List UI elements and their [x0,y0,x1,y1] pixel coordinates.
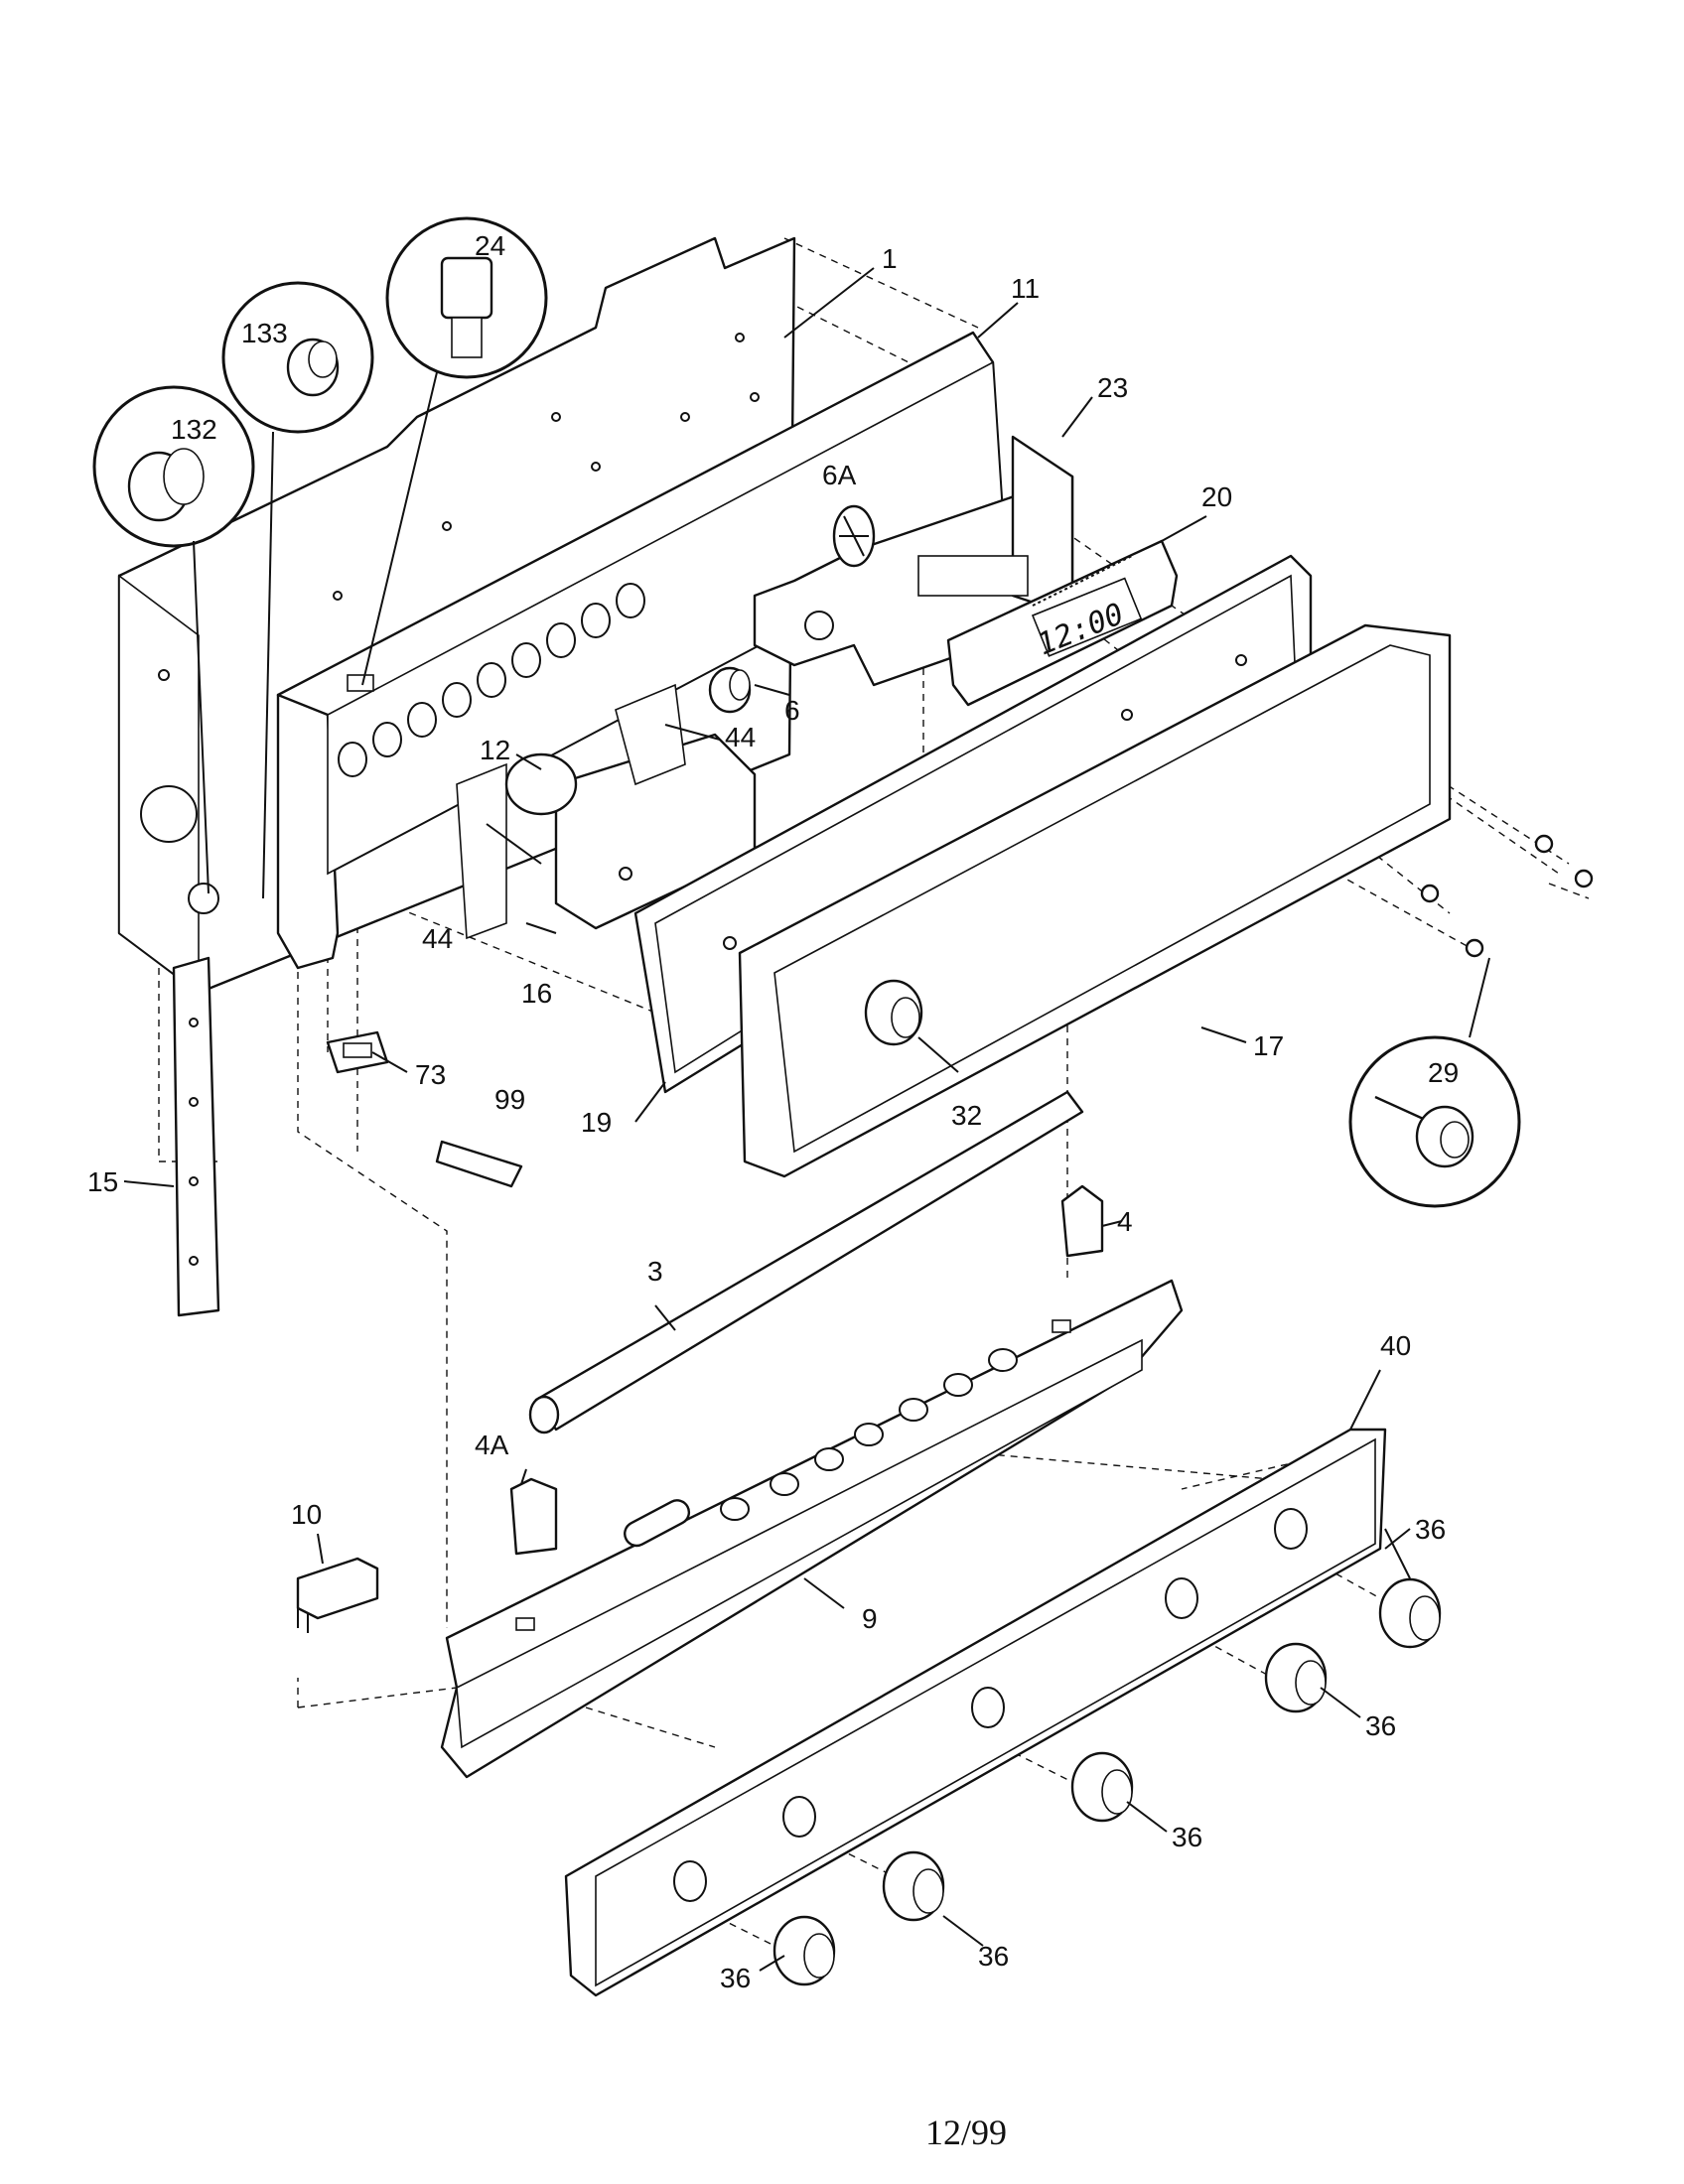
label-12: 12 [480,735,510,765]
part-labels: 1 11 23 6A 20 6 44 12 44 16 17 19 32 73 … [87,230,1459,1993]
label-10: 10 [291,1499,322,1530]
strip-99-part [435,1140,523,1188]
callout-132 [92,385,255,548]
label-36-d: 36 [978,1941,1009,1972]
label-16: 16 [521,978,552,1009]
leader-lines [123,267,1490,1972]
housing-holes [338,583,645,777]
front-frame-part [738,623,1452,1178]
knobs-36 [772,1577,1442,1986]
lower-channel-part [440,1279,1184,1779]
label-24: 24 [475,230,505,261]
knob-36-b [1264,1642,1328,1713]
switch-plate-73-part [326,1030,389,1074]
knob-36-a [1378,1577,1442,1649]
label-44-upper: 44 [725,722,756,752]
label-29: 29 [1428,1057,1459,1088]
lamp-tube-part [528,1090,1084,1434]
label-6A: 6A [822,460,857,490]
label-99: 99 [494,1084,525,1115]
socket-6A-part [832,504,876,568]
channel-holes [720,1348,1018,1521]
knob-36-c [1070,1751,1134,1823]
label-23: 23 [1097,372,1128,403]
screws [1420,834,1594,958]
callout-29 [1348,1035,1521,1208]
label-36-b: 36 [1365,1710,1396,1741]
knob-36-e [772,1915,836,1986]
label-40: 40 [1380,1330,1411,1361]
label-15: 15 [87,1166,118,1197]
label-32: 32 [951,1100,982,1131]
lamp-holder-4A-part [509,1477,558,1556]
callout-24 [385,216,548,379]
control-housing-part [276,331,1005,970]
knob-32-part [864,979,923,1046]
label-4A: 4A [475,1430,509,1460]
ballast-10-part [296,1557,379,1633]
footer-date: 12/99 [925,2113,1007,2152]
label-17: 17 [1253,1030,1284,1061]
label-9: 9 [862,1603,878,1634]
switch-bracket-part [456,683,757,940]
lamp-holder-4-part [1060,1184,1104,1258]
label-133: 133 [241,318,288,348]
label-11: 11 [1011,273,1040,304]
label-36-c: 36 [1172,1822,1202,1852]
label-20: 20 [1201,481,1232,512]
callout-133 [221,281,374,434]
label-1: 1 [882,243,898,274]
panel-holes [673,1508,1308,1902]
label-6: 6 [784,695,800,726]
label-73: 73 [415,1059,446,1090]
capacitor-6-part [708,666,752,714]
label-36-e: 36 [720,1963,751,1993]
label-44-lower: 44 [422,923,453,954]
label-4: 4 [1117,1206,1133,1237]
label-36-a: 36 [1415,1514,1446,1545]
label-19: 19 [581,1107,612,1138]
knob-36-d [882,1850,945,1922]
label-3: 3 [647,1256,663,1287]
vertical-channel-part [172,956,220,1317]
label-132: 132 [171,414,217,445]
